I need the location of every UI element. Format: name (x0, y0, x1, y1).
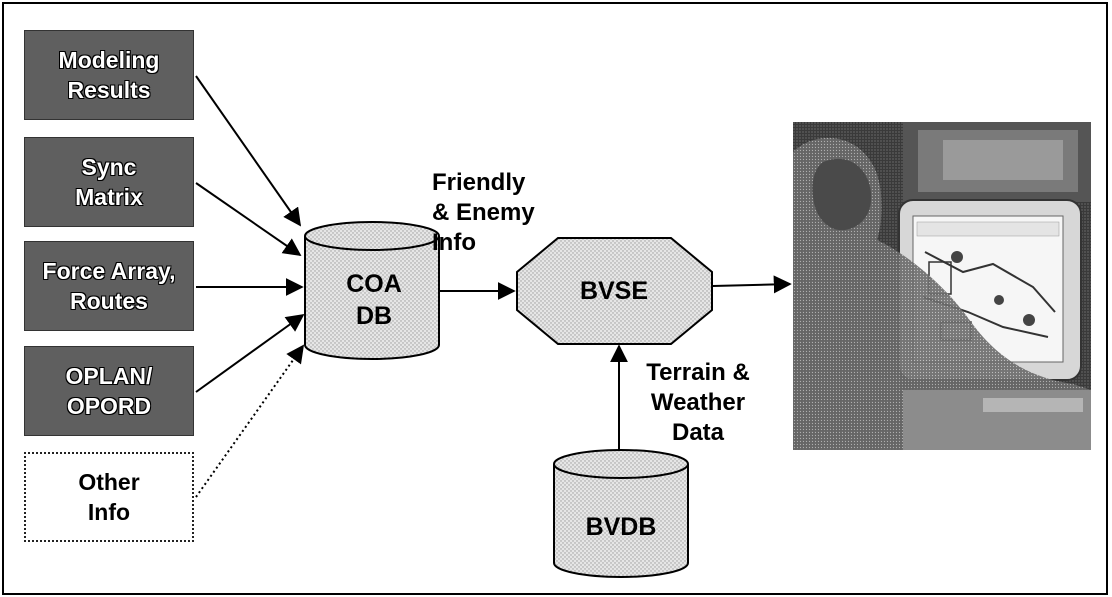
arrow-oplan-to-coa (195, 313, 305, 393)
source-label: Modeling Results (58, 47, 160, 103)
source-oplan-opord: OPLAN/ OPORD (24, 346, 194, 436)
arrow-other-to-coa (195, 344, 305, 498)
source-label: Sync Matrix (75, 154, 143, 210)
source-other-info: Other Info (24, 452, 194, 542)
arrow-bvse-to-display (712, 275, 792, 294)
bvdb-cylinder (553, 449, 689, 578)
bvdb-label: BVDB (586, 513, 657, 541)
coa-db-label-line2: DB (356, 302, 392, 330)
coa-db-cylinder (304, 221, 440, 360)
source-sync-matrix: Sync Matrix (24, 137, 194, 227)
source-modeling-results: Modeling Results (24, 30, 194, 120)
bvse-label: BVSE (580, 277, 648, 305)
source-force-array-routes: Force Array, Routes (24, 241, 194, 331)
coa-db-label-line1: COA (346, 270, 402, 298)
source-label: OPLAN/ OPORD (65, 363, 153, 419)
arrow-modeling-to-coa (195, 75, 302, 227)
source-label: Force Array, Routes (42, 258, 176, 314)
operator-at-workstation-photo (793, 122, 1091, 450)
source-label: Other Info (78, 469, 140, 525)
bvse-octagon (516, 237, 713, 345)
terrain-weather-data-label: Terrain & Weather Data (646, 359, 750, 446)
friendly-enemy-info-label: Friendly & Enemy Info (432, 169, 535, 256)
arrow-sync-to-coa (195, 182, 302, 257)
